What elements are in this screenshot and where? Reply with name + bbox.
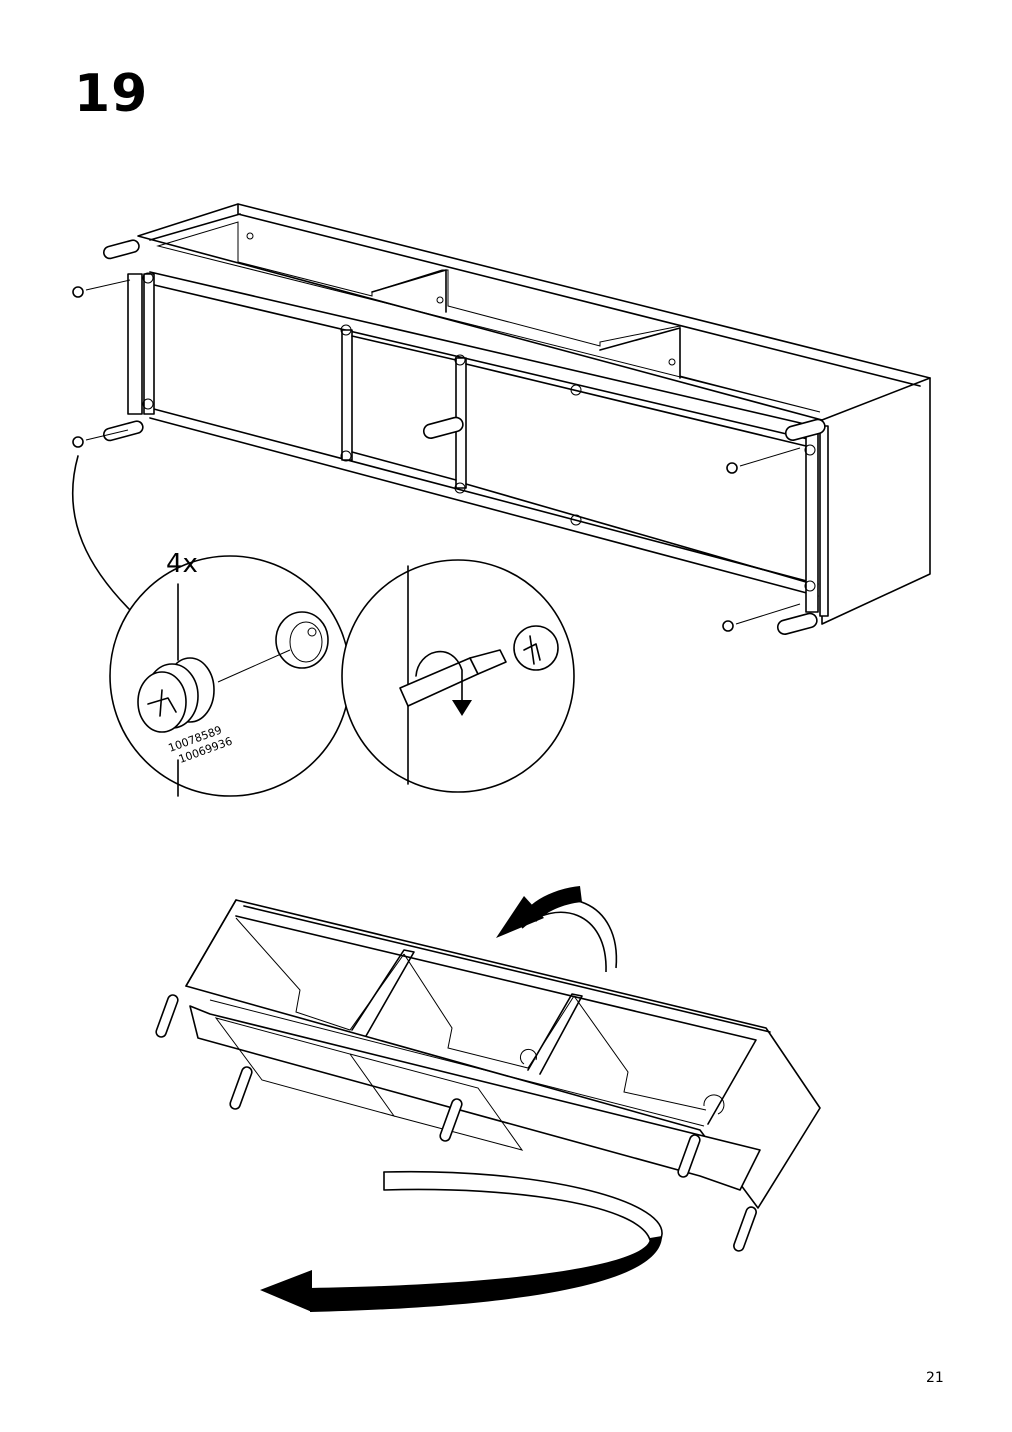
cabinet-upside-down: [72, 203, 931, 635]
rotate-arrow-icon: [496, 886, 618, 973]
quantity-label: 4x: [166, 549, 198, 579]
rotate-arrow-icon: [415, 650, 472, 716]
step-number: 19: [74, 64, 149, 124]
screwdriver-icon: [399, 649, 507, 707]
cam-lock-fitting-icon: [72, 279, 801, 632]
cabinet-flipped: [155, 899, 821, 1252]
page-number: 21: [926, 1370, 944, 1386]
flip-arrow-icon: [260, 1170, 663, 1312]
leg: [102, 239, 826, 635]
detail-circle-tighten: [341, 559, 575, 793]
detail-circle-fitting: [109, 555, 351, 797]
